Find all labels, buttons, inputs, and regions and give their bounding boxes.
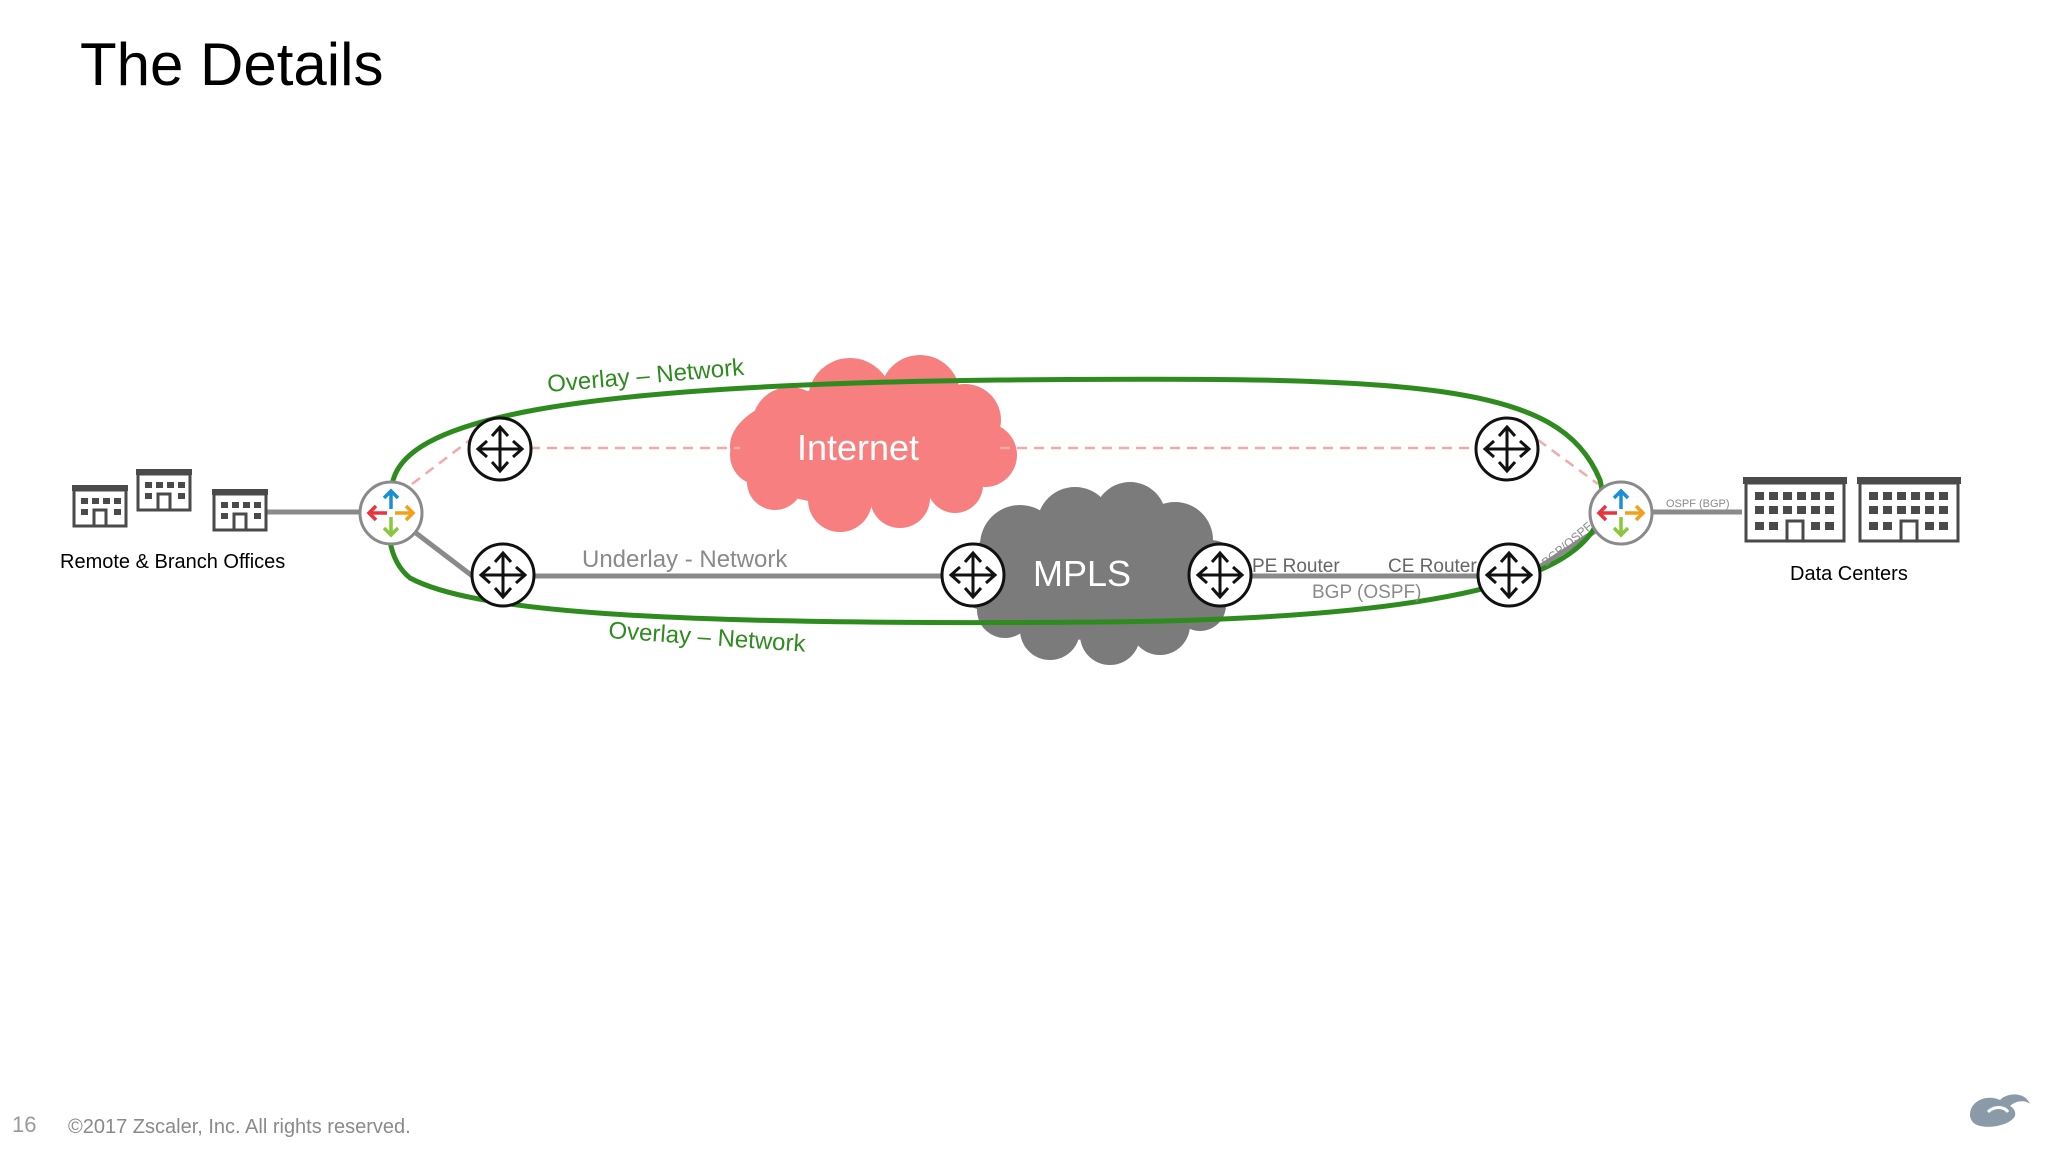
bgp-ospf-vertical-label: BGP/OSPF (1539, 519, 1595, 569)
router-icon (470, 542, 536, 608)
router-icon (1474, 416, 1540, 482)
building-icon (70, 483, 130, 528)
internet-cloud (730, 355, 1017, 532)
zscaler-logo-icon (1970, 1094, 2030, 1127)
copyright-text: ©2017 Zscaler, Inc. All rights reserved. (68, 1116, 411, 1138)
left-site-label: Remote & Branch Offices (60, 551, 285, 573)
building-icon (210, 487, 270, 532)
mpls-label: MPLS (1033, 553, 1131, 594)
router-icon (1476, 542, 1542, 608)
bgp-ospf-label: BGP (OSPF) (1312, 582, 1421, 603)
ospf-bgp-label: OSPF (BGP) (1666, 498, 1730, 510)
underlay-links (265, 509, 1742, 580)
branch-office-buildings (70, 467, 270, 532)
right-site-label: Data Centers (1790, 563, 1908, 585)
pe-router-label: PE Router (1252, 556, 1340, 577)
ce-router-label: CE Router (1388, 556, 1477, 577)
building-icon (1741, 475, 1849, 543)
data-center-buildings (1741, 475, 1963, 543)
internet-label: Internet (797, 427, 919, 468)
page-title: The Details (80, 31, 384, 98)
router-icon (1187, 542, 1253, 608)
sdwan-edge-icon (1588, 480, 1654, 546)
sdwan-edge-icon (358, 480, 424, 546)
underlay-label: Underlay - Network (582, 546, 788, 573)
router-icon (467, 416, 533, 482)
building-icon (134, 467, 194, 512)
router-icon (940, 542, 1006, 608)
internet-dashed-links (411, 438, 1599, 486)
page-number: 16 (12, 1112, 37, 1137)
building-icon (1855, 475, 1963, 543)
